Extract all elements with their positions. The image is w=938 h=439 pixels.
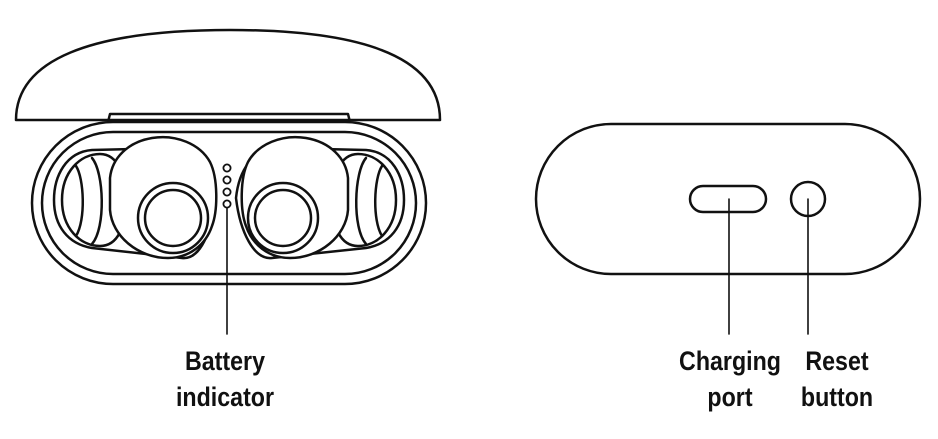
battery-indicator-label: Battery indicator — [152, 343, 298, 415]
case-base-inner — [40, 130, 418, 276]
open-case-illustration — [14, 28, 442, 335]
charging-port-label: Charging port — [661, 343, 799, 415]
case-lid — [14, 28, 442, 122]
charging-port-label-line1: Charging — [679, 346, 781, 376]
right-earbud — [240, 135, 350, 260]
battery-led-4 — [222, 199, 232, 209]
battery-indicator-label-line1: Battery — [184, 346, 266, 376]
battery-led-3 — [222, 187, 232, 197]
charging-port — [688, 184, 768, 214]
battery-indicator-label-line2: indicator — [175, 382, 275, 412]
charging-port-label-line2: port — [707, 382, 753, 412]
left-earbud — [108, 135, 218, 260]
case-hinge — [106, 112, 352, 124]
reset-button-label-line1: Reset — [805, 346, 869, 376]
reset-button-label: Reset button — [781, 343, 893, 415]
battery-led-1 — [222, 163, 232, 173]
case-back-illustration — [534, 122, 922, 335]
reset-button-label-line2: button — [800, 382, 874, 412]
battery-led-2 — [222, 175, 232, 185]
